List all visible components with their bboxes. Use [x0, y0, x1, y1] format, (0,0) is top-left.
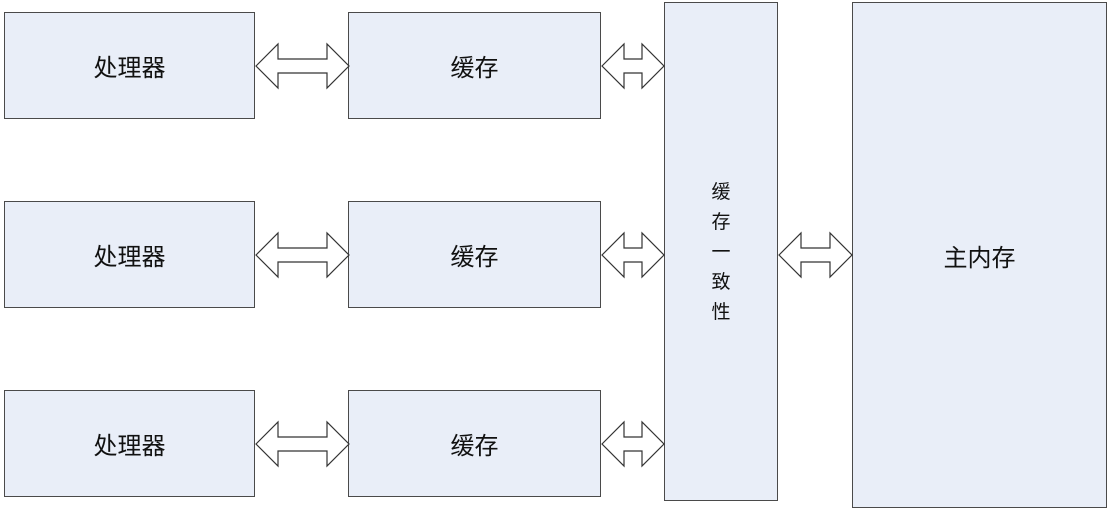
cache-label: 缓存	[450, 243, 499, 271]
cache-coherence-arrow-3	[601, 420, 665, 468]
coherence-memory-arrow	[778, 231, 853, 279]
processor-box-1: 处理器	[4, 12, 255, 119]
processor-label: 处理器	[93, 243, 166, 271]
cache-coherence-box: 缓存一致性	[664, 2, 778, 501]
processor-box-2: 处理器	[4, 201, 255, 308]
cache-coherence-arrow-2	[601, 231, 665, 279]
cache-box-3: 缓存	[348, 390, 601, 497]
cache-label: 缓存	[450, 432, 499, 460]
processor-cache-arrow-1	[255, 42, 350, 90]
cache-box-2: 缓存	[348, 201, 601, 308]
processor-label: 处理器	[93, 54, 166, 82]
processor-cache-arrow-2	[255, 231, 350, 279]
cache-label: 缓存	[450, 54, 499, 82]
processor-box-3: 处理器	[4, 390, 255, 497]
main-memory-label: 主内存	[943, 243, 1016, 272]
processor-cache-arrow-3	[255, 420, 350, 468]
cache-coherence-arrow-1	[601, 42, 665, 90]
main-memory-box: 主内存	[852, 2, 1107, 508]
processor-label: 处理器	[93, 432, 166, 460]
cache-coherence-label: 缓存一致性	[711, 180, 731, 323]
